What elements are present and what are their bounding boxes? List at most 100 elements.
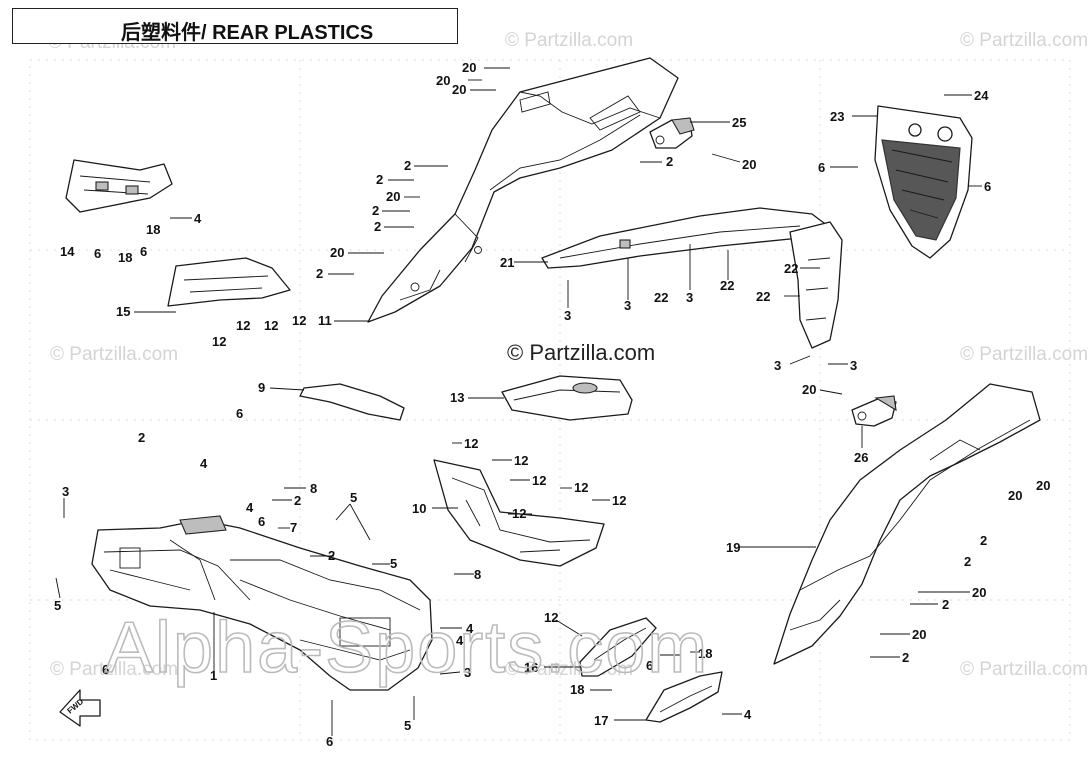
callout-label: 12 [514, 453, 528, 468]
callout-label: 26 [854, 450, 868, 465]
callout-label: 3 [624, 298, 631, 313]
part-23-taillight-housing [874, 105, 973, 259]
callout-label: 12 [292, 313, 306, 328]
callout-label: 10 [412, 501, 426, 516]
callout-label: 5 [54, 598, 61, 613]
watermark-large: Alpha-Sports.com [105, 608, 709, 688]
part-19-rear-fender-right [773, 383, 1041, 665]
callout-label: 23 [830, 109, 844, 124]
callout-label: 25 [732, 115, 746, 130]
callout-label: 2 [372, 203, 379, 218]
leader-lines [55, 67, 982, 736]
callout-label: 5 [390, 556, 397, 571]
forward-arrow-icon: FWD [59, 689, 101, 727]
part-21-side-rail [541, 207, 829, 269]
callout-label: 20 [912, 627, 926, 642]
callout-label: 19 [726, 540, 740, 555]
callout-label: 18 [146, 222, 160, 237]
callout-label: 2 [964, 554, 971, 569]
part-11-rear-fender-upper [367, 57, 679, 323]
callout-label: 6 [326, 734, 333, 749]
callout-label: 2 [666, 154, 673, 169]
callout-label: 4 [456, 633, 464, 648]
part-1-main-body [91, 515, 433, 691]
callout-label: 12 [512, 506, 526, 521]
watermark-text: © Partzilla.com [960, 659, 1088, 680]
callout-label: 4 [200, 456, 208, 471]
callout-label: 22 [654, 290, 668, 305]
part-10-tray [433, 459, 605, 567]
callout-label: 17 [594, 713, 608, 728]
callout-label: 21 [500, 255, 514, 270]
callout-label: 3 [62, 484, 69, 499]
callout-label: 20 [1036, 478, 1050, 493]
callout-label: 2 [328, 548, 335, 563]
callout-label: 20 [452, 82, 466, 97]
part-22-side-panel [789, 221, 843, 349]
callout-label: 13 [450, 390, 464, 405]
part-13-cover [501, 375, 633, 421]
callout-label: 12 [612, 493, 626, 508]
callout-label: 20 [436, 73, 450, 88]
callout-label: 12 [236, 318, 250, 333]
callout-label: 4 [744, 707, 752, 722]
callout-label: 6 [984, 179, 991, 194]
callout-label: 2 [374, 219, 381, 234]
callout-label: 12 [532, 473, 546, 488]
callout-label: 20 [462, 60, 476, 75]
callout-label: 20 [386, 189, 400, 204]
callout-label: 16 [524, 660, 538, 675]
watermark-text: © Partzilla.com [960, 30, 1088, 51]
watermark-text: © Partzilla.com [50, 659, 178, 680]
callout-label: 22 [756, 289, 770, 304]
callout-label: 22 [784, 261, 798, 276]
watermark-text: © Partzilla.com [505, 30, 633, 51]
part-9-trim-bar [299, 383, 405, 421]
callout-label: 4 [466, 621, 474, 636]
callout-label: 6 [818, 160, 825, 175]
callout-label: 11 [318, 313, 332, 328]
callout-label: 6 [258, 514, 265, 529]
part-15-panel [167, 257, 291, 307]
page-title: 后塑料件/ REAR PLASTICS [121, 22, 374, 44]
part-26-bracket [851, 395, 897, 427]
callout-label: 18 [570, 682, 584, 697]
title-box: 后塑料件/ REAR PLASTICS [12, 8, 458, 44]
callout-label: 12 [212, 334, 226, 349]
callout-label: 6 [236, 406, 243, 421]
callout-label: 20 [972, 585, 986, 600]
callout-label: 15 [116, 304, 130, 319]
callout-label: 2 [404, 158, 411, 173]
part-17-lower-panel [645, 671, 723, 723]
callout-label: 2 [376, 172, 383, 187]
callout-label: 12 [574, 480, 588, 495]
part-25-bracket [649, 117, 695, 149]
callout-label: 14 [60, 244, 75, 259]
callout-label: 18 [698, 646, 712, 661]
callout-label: 6 [102, 662, 109, 677]
callout-label: 4 [194, 211, 202, 226]
part-14-bracket [65, 159, 173, 213]
part-16-clip-panel [579, 617, 657, 677]
callout-label: 12 [544, 610, 558, 625]
callout-label: 5 [404, 718, 411, 733]
callout-labels: 20 20 20 25 2 20 2 2 20 2 2 20 2 11 23 2… [54, 60, 1050, 749]
callout-label: 8 [474, 567, 481, 582]
callout-label: 2 [980, 533, 987, 548]
watermark-main: © Partzilla.com [507, 340, 655, 365]
callout-label: 20 [802, 382, 816, 397]
callout-label: 2 [294, 493, 301, 508]
callout-label: 3 [686, 290, 693, 305]
watermark-text: © Partzilla.com [960, 344, 1088, 365]
callout-label: 18 [118, 250, 132, 265]
callout-label: 2 [316, 266, 323, 281]
callout-label: 6 [646, 658, 653, 673]
callout-label: 24 [974, 88, 989, 103]
callout-label: 6 [140, 244, 147, 259]
callout-label: 5 [350, 490, 357, 505]
callout-label: 3 [774, 358, 781, 373]
callout-label: 6 [94, 246, 101, 261]
callout-label: 22 [720, 278, 734, 293]
